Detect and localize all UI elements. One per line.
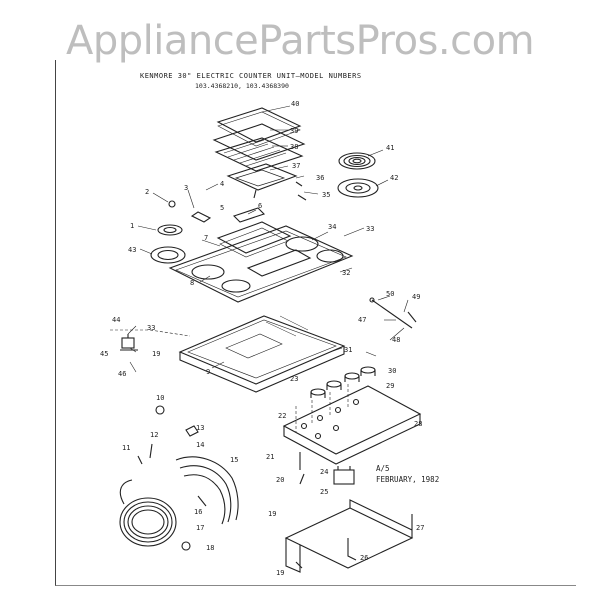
switch-25 — [333, 466, 355, 485]
callout-leaders — [127, 105, 409, 373]
callout-30: 30 — [388, 367, 396, 375]
model-numbers: 103.4368210, 103.4368390 — [195, 82, 289, 90]
knob-shafts — [295, 384, 349, 432]
griddle-7 — [216, 221, 292, 258]
connector-18 — [181, 541, 191, 551]
clip-26 — [347, 538, 357, 561]
callout-4: 4 — [220, 180, 224, 188]
revision-note: A/5 FEBRUARY, 1982 — [376, 463, 439, 485]
callout-38: 38 — [290, 143, 298, 151]
callout-13: 13 — [196, 424, 204, 432]
callout-45: 45 — [100, 350, 108, 358]
callout-41: 41 — [386, 144, 394, 152]
callout-50: 50 — [386, 290, 394, 298]
element-coil-37 — [226, 163, 298, 199]
callout-29: 29 — [386, 382, 394, 390]
callout-10: 10 — [156, 394, 164, 402]
screw-2 — [168, 200, 176, 208]
callout-11: 11 — [122, 444, 130, 452]
mounting-bracket-19 — [284, 499, 414, 573]
diagram-sheet — [55, 60, 576, 586]
callout-33: 33 — [366, 225, 374, 233]
revision-date: FEBRUARY, 1982 — [376, 475, 440, 484]
callout-20: 20 — [276, 476, 284, 484]
callout-47: 47 — [358, 316, 366, 324]
callout-16: 16 — [194, 508, 202, 516]
conduit-coil-17 — [119, 479, 177, 547]
callout-8: 8 — [190, 279, 194, 287]
callout-25: 25 — [320, 488, 328, 496]
callout-6: 6 — [258, 202, 262, 210]
screw-12 — [149, 443, 153, 459]
control-knobs-23 — [310, 366, 376, 398]
revision-code: A/5 — [376, 464, 390, 473]
callout-34: 34 — [328, 223, 336, 231]
leader-line — [110, 329, 191, 337]
drip-bowl-43 — [150, 246, 186, 264]
bracket-6 — [232, 207, 266, 223]
callout-49: 49 — [412, 293, 420, 301]
callout-35: 35 — [322, 191, 330, 199]
wire-16 — [197, 495, 207, 507]
watermark-text: AppliancePartsPros.com — [65, 18, 535, 64]
control-panel-28 — [282, 385, 422, 465]
element-plate-40 — [216, 107, 302, 147]
cooktop-8 — [168, 225, 354, 303]
wiring-harness-15 — [175, 456, 239, 525]
callout-1: 1 — [130, 222, 134, 230]
callout-26: 26 — [360, 554, 368, 562]
callout-18: 18 — [206, 544, 214, 552]
element-grid-38 — [214, 137, 304, 172]
element-pan-39 — [212, 123, 306, 161]
callout-2: 2 — [145, 188, 149, 196]
callout-46: 46 — [118, 370, 126, 378]
callout-39: 39 — [290, 127, 298, 135]
callout-33b: 33 — [147, 324, 155, 332]
callout-12: 12 — [150, 431, 158, 439]
callout-numbers: 40 39 38 37 36 35 41 42 2 3 4 5 1 43 6 7… — [100, 100, 424, 577]
callout-17: 17 — [196, 524, 204, 532]
terminal-screws — [295, 181, 307, 201]
screw-19 — [295, 561, 303, 569]
callout-36: 36 — [316, 174, 324, 182]
callout-19a: 19 — [152, 350, 160, 358]
drip-bowl-42 — [337, 178, 379, 198]
callout-31: 31 — [344, 346, 352, 354]
callout-15: 15 — [230, 456, 238, 464]
knob-10 — [155, 405, 165, 415]
callout-44: 44 — [112, 316, 120, 324]
surface-element-41 — [338, 152, 376, 170]
callout-42: 42 — [390, 174, 398, 182]
bracket-5 — [190, 211, 212, 223]
clip-14 — [185, 425, 199, 437]
frame-9 — [178, 315, 346, 393]
callout-32: 32 — [342, 269, 350, 277]
diagram-title: KENMORE 30" ELECTRIC COUNTER UNIT—MODEL … — [140, 72, 362, 80]
callout-19c: 19 — [276, 569, 284, 577]
callout-24: 24 — [320, 468, 328, 476]
callout-23: 23 — [290, 375, 298, 383]
callout-9: 9 — [206, 368, 210, 376]
callout-27: 27 — [416, 524, 424, 532]
element-receptacle-1 — [157, 224, 183, 236]
callout-48: 48 — [392, 336, 400, 344]
screws-20-21 — [299, 452, 305, 485]
callout-14: 14 — [196, 441, 204, 449]
callout-5: 5 — [220, 204, 224, 212]
callout-19b: 19 — [268, 510, 276, 518]
callout-37: 37 — [292, 162, 300, 170]
callout-3: 3 — [184, 184, 188, 192]
element-rod-47 — [369, 297, 417, 329]
callout-21: 21 — [266, 453, 274, 461]
callout-43: 43 — [128, 246, 136, 254]
screw-11 — [137, 455, 143, 465]
callout-22: 22 — [278, 412, 286, 420]
callout-28: 28 — [414, 420, 422, 428]
switch-45 — [120, 334, 138, 351]
callout-40: 40 — [291, 100, 299, 108]
callout-7: 7 — [204, 234, 208, 242]
